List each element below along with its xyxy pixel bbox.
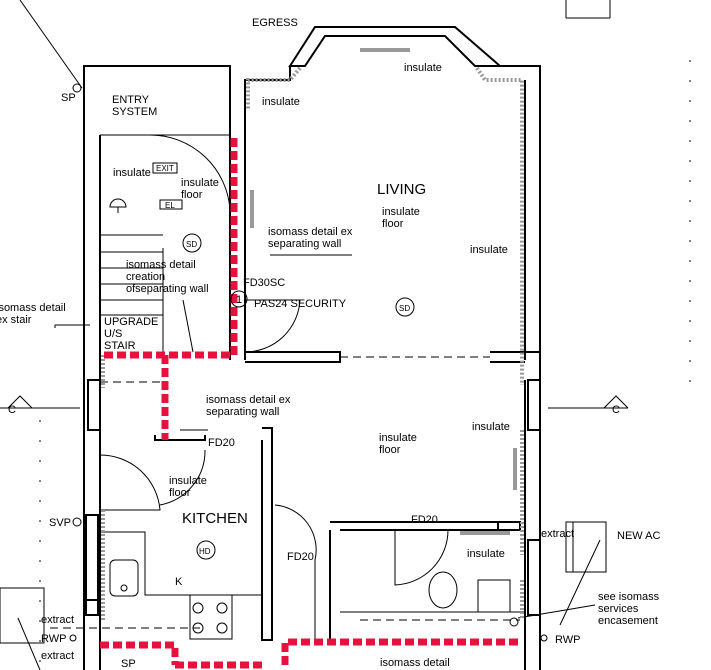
extract-label: extract: [41, 650, 74, 662]
isomass-ex-sep-label: separating wall: [268, 238, 341, 250]
isomass-ex-stair-label: ex stair: [0, 314, 32, 326]
grey-marks: [250, 48, 517, 535]
insulate-label: insulate: [467, 548, 505, 560]
rwp-label: RWP: [41, 633, 66, 645]
insulate-floor-label: insulate: [382, 206, 420, 218]
isomass-creation-label: isomass detail: [126, 259, 196, 271]
fd20-label: FD20: [208, 437, 235, 449]
fd30sc-label: FD30SC: [243, 277, 285, 289]
insulation-lines: [101, 66, 524, 620]
isomass-ex-sep-label: separating wall: [206, 406, 279, 418]
walls: [83, 26, 541, 670]
door-number: 1: [236, 294, 242, 306]
exit-sign: EXIT: [156, 164, 174, 173]
heat-detector: HD: [199, 547, 211, 556]
fd20-label: FD20: [411, 514, 438, 526]
isomass-ex-sep-label: isomass detail ex: [268, 226, 353, 238]
pas24-label: PAS24 SECURITY: [254, 298, 347, 310]
see-isomass-label: see isomass: [598, 591, 660, 603]
svp-label: SVP: [49, 517, 71, 529]
new-ac-label: NEW AC: [617, 530, 660, 542]
section-c-left: C: [8, 404, 16, 416]
sp-label: SP: [121, 658, 136, 670]
fd20-label: FD20: [287, 551, 314, 563]
living-label: LIVING: [377, 181, 426, 198]
extract-label: extract: [541, 528, 574, 540]
separating-wall: [100, 138, 520, 669]
upgrade-stair-label: UPGRADE: [104, 316, 158, 328]
insulate-floor-label: insulate: [181, 177, 219, 189]
dashed-lines: [50, 356, 520, 629]
egress-label: EGRESS: [252, 17, 298, 29]
kitchen-label: KITCHEN: [182, 510, 248, 527]
isomass-ex-sep-label: isomass detail ex: [206, 394, 291, 406]
entry-system-label-2: SYSTEM: [112, 106, 157, 118]
isomass-bottom-label: isomass detail: [380, 657, 450, 669]
fixtures: [54, 83, 607, 642]
insulate-floor-label: floor: [169, 487, 191, 499]
labels: EGRESS ENTRY SYSTEM insulate insulate in…: [0, 17, 660, 670]
el-sign: EL: [165, 201, 175, 210]
insulate-floor-label: floor: [382, 218, 404, 230]
insulate-floor-label: floor: [379, 444, 401, 456]
smoke-detector: SD: [399, 304, 410, 313]
upgrade-stair-label: STAIR: [104, 340, 136, 352]
rwp-label: RWP: [555, 634, 580, 646]
isomass-ex-stair-label: isomass detail: [0, 302, 66, 314]
reference-lines: [0, 0, 691, 670]
insulate-floor-label: insulate: [169, 475, 207, 487]
insulate-label: insulate: [472, 421, 510, 433]
upgrade-stair-label: U/S: [104, 328, 122, 340]
sp-label: SP: [61, 92, 76, 104]
insulate-label: insulate: [262, 96, 300, 108]
insulate-label: insulate: [404, 62, 442, 74]
entry-system-label-1: ENTRY: [112, 94, 150, 106]
insulate-label: insulate: [113, 167, 151, 179]
insulate-floor-label: floor: [181, 189, 203, 201]
k-label: K: [175, 576, 183, 588]
smoke-detector: SD: [186, 240, 197, 249]
isomass-creation-label: creation: [126, 271, 165, 283]
see-isomass-label: encasement: [598, 615, 658, 627]
insulate-label: insulate: [470, 244, 508, 256]
see-isomass-label: services: [598, 603, 639, 615]
isomass-creation-label: ofseparating wall: [126, 283, 209, 295]
insulate-floor-label: insulate: [379, 432, 417, 444]
section-c-right: C: [612, 404, 620, 416]
extract-label: extract: [41, 614, 74, 626]
